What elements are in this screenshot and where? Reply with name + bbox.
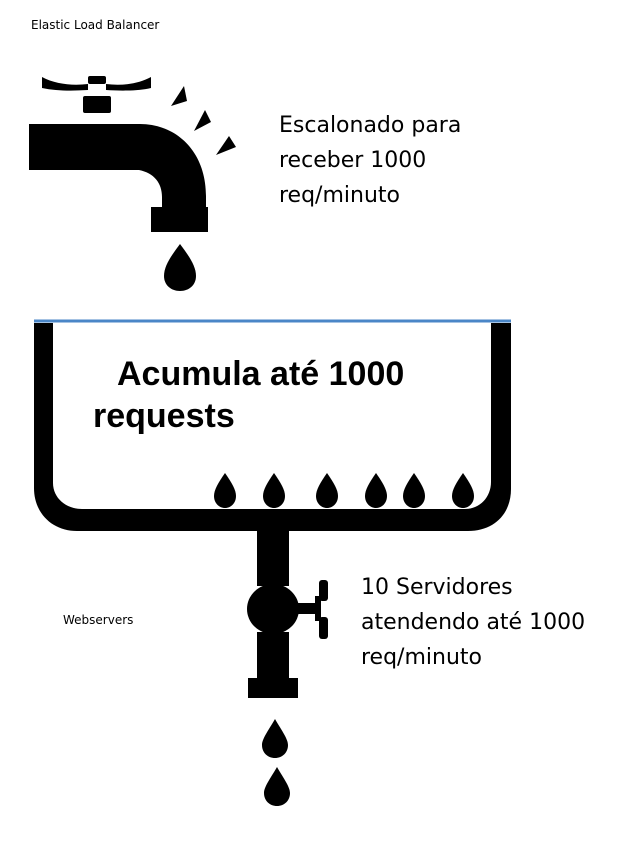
spray-mark-2 xyxy=(194,110,211,131)
spray-mark-1 xyxy=(171,86,187,106)
faucet-spout-tip xyxy=(151,207,208,232)
faucet-caption: Escalonado para receber 1000 req/minuto xyxy=(279,108,461,213)
webservers-label: Webservers xyxy=(63,613,134,627)
servers-caption-line-3: req/minuto xyxy=(361,645,482,670)
valve-icon xyxy=(247,531,328,698)
valve-body xyxy=(247,584,299,634)
water-drop-icon xyxy=(452,473,474,508)
valve-handle-bottom xyxy=(319,617,328,639)
faucet-body xyxy=(29,124,206,209)
valve-stem xyxy=(295,603,319,614)
faucet-icon xyxy=(29,76,208,232)
faucet-caption-line-1: Escalonado para xyxy=(279,113,462,138)
water-drop-icon xyxy=(403,473,425,508)
faucet-caption-line-2: receber 1000 xyxy=(279,148,427,173)
faucet-valve-neck xyxy=(83,96,111,113)
basin-outline xyxy=(34,323,511,531)
water-drop-icon xyxy=(365,473,387,508)
water-drop-icon xyxy=(164,244,196,291)
drain-pipe-upper xyxy=(257,531,289,586)
servers-caption-line-1: 10 Servidores xyxy=(361,575,513,600)
faucet-handle-top xyxy=(88,76,106,84)
faucet-caption-line-3: req/minuto xyxy=(279,183,400,208)
servers-caption-line-2: atendendo até 1000 xyxy=(361,610,586,635)
water-drop-icon xyxy=(316,473,338,508)
faucet-handle-right xyxy=(106,77,151,91)
water-drop-icon xyxy=(262,719,288,758)
water-drop-icon xyxy=(264,767,290,806)
spray-marks-icon xyxy=(171,86,236,155)
spray-mark-3 xyxy=(216,136,236,155)
basin-caption-line-1: Acumula até 1000 xyxy=(117,355,405,393)
servers-caption: 10 Servidores atendendo até 1000 req/min… xyxy=(361,570,585,675)
basin-icon xyxy=(34,319,511,531)
water-drop-icon xyxy=(214,473,236,508)
drain-pipe-lower xyxy=(257,632,289,682)
water-drop-icon xyxy=(263,473,285,508)
faucet-handle-left xyxy=(42,77,88,91)
basin-caption-line-2: requests xyxy=(93,397,235,435)
basin-drops xyxy=(214,473,474,508)
valve-handle-post xyxy=(315,596,321,621)
valve-handle-top xyxy=(319,580,328,601)
falling-drops xyxy=(262,719,290,806)
drain-outlet xyxy=(248,678,298,698)
elastic-load-balancer-label: Elastic Load Balancer xyxy=(31,18,160,32)
